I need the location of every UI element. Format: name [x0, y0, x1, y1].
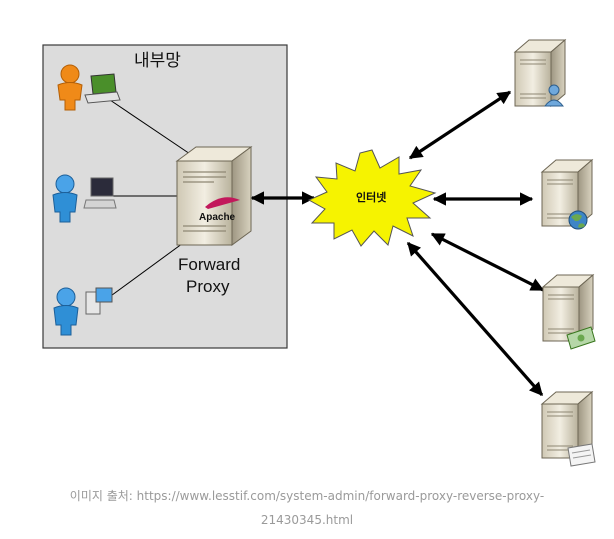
- remote-server-4: [540, 390, 596, 467]
- forward-proxy-diagram: 내부망: [42, 38, 596, 467]
- document-icon: [567, 443, 596, 467]
- proxy-label-line2: Proxy: [186, 277, 230, 296]
- user-head: [55, 174, 75, 194]
- user-body: [57, 82, 83, 111]
- client-blue-user-2: [53, 287, 113, 336]
- user-body: [53, 305, 79, 336]
- user-icon: [543, 84, 565, 107]
- remote-server-2: [540, 158, 594, 230]
- user-body: [52, 192, 78, 223]
- apache-feather-icon: [205, 197, 240, 209]
- forward-proxy-server: Apache: [175, 146, 253, 246]
- remote-server-3: [541, 273, 596, 350]
- caption-line-2: 21430345.html: [260, 513, 354, 527]
- globe-icon: [568, 210, 588, 230]
- client3-to-proxy-arrow: [107, 237, 191, 299]
- internet-server1-arrow: [408, 90, 512, 160]
- money-icon: [566, 326, 596, 350]
- client-orange-user: [57, 64, 121, 111]
- client1-to-proxy-arrow: [109, 99, 197, 159]
- user-head: [60, 64, 80, 84]
- remote-server-1: [513, 38, 567, 108]
- desktop-monitor-icon: [83, 177, 117, 209]
- user-head: [56, 287, 76, 307]
- internet-burst: [307, 149, 437, 247]
- client-blue-user-1: [52, 174, 117, 223]
- internal-network-label: 내부망: [134, 51, 181, 71]
- internet-server4-arrow: [406, 241, 544, 397]
- proxy-brand-label: Apache: [199, 212, 236, 223]
- internet-server3-arrow: [430, 232, 545, 292]
- internet-label: 인터넷: [356, 190, 386, 204]
- laptop-icon: [84, 73, 121, 104]
- image-source-caption: 이미지 출처: https://www.lesstif.com/system-a…: [0, 486, 614, 530]
- connection-arrows: [250, 90, 545, 397]
- proxy-label-line1: Forward: [178, 255, 240, 274]
- desktop-computer-icon: [85, 287, 113, 315]
- caption-line-1: 이미지 출처: https://www.lesstif.com/system-a…: [69, 489, 545, 503]
